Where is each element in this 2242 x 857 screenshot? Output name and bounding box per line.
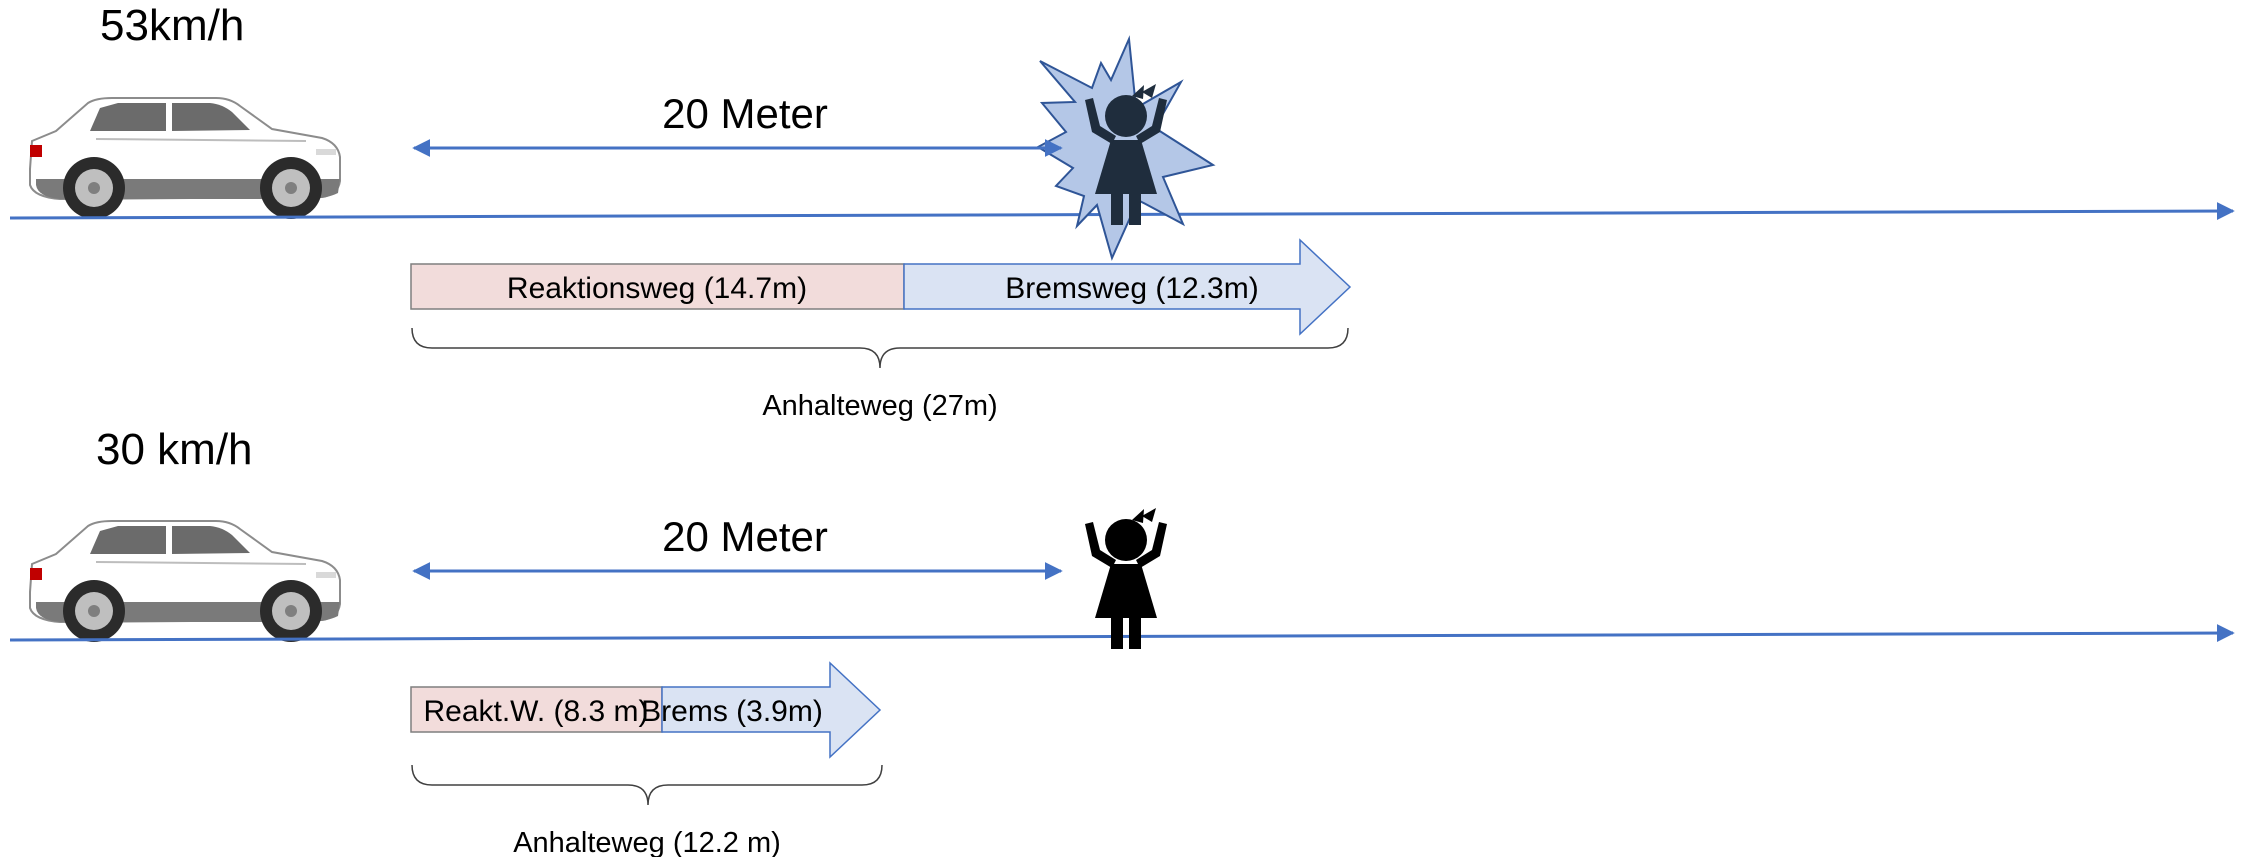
child-icon — [1085, 508, 1167, 649]
stopping-distance-brace — [411, 327, 1349, 369]
braking-distance-segment — [903, 238, 1352, 336]
reaction-distance-segment — [410, 263, 905, 310]
stopping-distance-brace — [411, 764, 883, 806]
car-icon — [28, 96, 342, 221]
braking-distance-label: Brems (3.9m) — [641, 695, 823, 728]
reaction-distance-label: Reaktionsweg (14.7m) — [507, 272, 807, 305]
braking-distance-label: Bremsweg (12.3m) — [1005, 272, 1258, 305]
reaction-distance-segment — [410, 686, 663, 733]
stopping-distance-bar: Reakt.W. (8.3 m) Brems (3.9m) — [410, 661, 882, 759]
distance-label: 20 Meter — [662, 90, 828, 137]
distance-label: 20 Meter — [662, 513, 828, 560]
braking-distance-segment — [661, 661, 882, 759]
speed-label: 53km/h — [100, 1, 244, 50]
stopping-distance-label: Anhalteweg (12.2 m) — [513, 827, 781, 857]
car-icon — [28, 519, 342, 644]
speed-label: 30 km/h — [96, 425, 253, 474]
stopping-distance-bar: Reaktionsweg (14.7m) Bremsweg (12.3m) — [410, 238, 1352, 336]
stopping-distance-label: Anhalteweg (27m) — [762, 390, 997, 422]
reaction-distance-label: Reakt.W. (8.3 m) — [423, 695, 648, 728]
